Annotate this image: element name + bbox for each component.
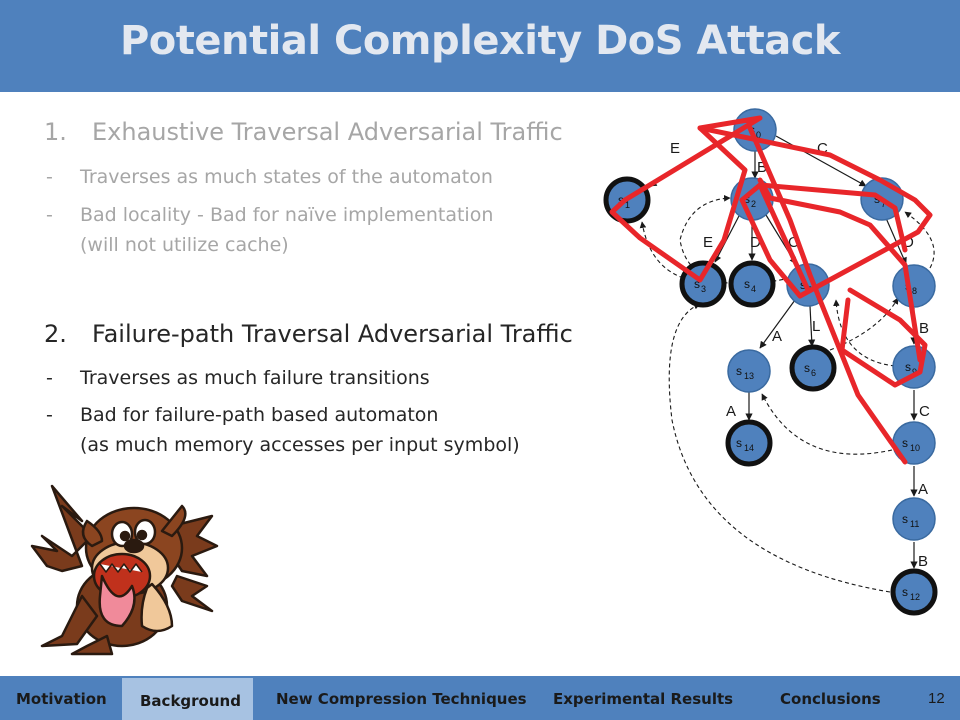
point-2-heading: 2. Failure-path Traversal Adversarial Tra… xyxy=(44,320,573,348)
state-sub: 6 xyxy=(811,368,816,378)
edge-label: C xyxy=(919,403,930,420)
page-number: 12 xyxy=(928,690,945,707)
bullet-dash: - xyxy=(46,204,53,226)
state-sub: 10 xyxy=(910,443,920,453)
nav-conclusions[interactable]: Conclusions xyxy=(780,690,881,708)
state-sub: 14 xyxy=(744,443,754,453)
point-1-bullet-2-cont: (will not utilize cache) xyxy=(0,234,289,256)
bullet-text: Bad for failure-path based automaton xyxy=(80,404,439,426)
state-label: s xyxy=(744,277,750,291)
edge-s5-s13 xyxy=(759,299,796,349)
failure-edges xyxy=(639,195,935,593)
point-1-text: Exhaustive Traversal Adversarial Traffic xyxy=(92,118,563,146)
fail-s8-s7 xyxy=(904,211,935,269)
title-bar xyxy=(0,0,960,92)
edge-label: B xyxy=(919,320,929,337)
nav-active-highlight xyxy=(122,678,253,720)
state-sub: 1 xyxy=(625,200,630,210)
state-sub: 7 xyxy=(881,199,886,209)
nav-new-compression-techniques[interactable]: New Compression Techniques xyxy=(276,690,527,708)
state-sub: 3 xyxy=(701,284,706,294)
state-label: s xyxy=(804,361,810,375)
point-1-heading: 1. Exhaustive Traversal Adversarial Traff… xyxy=(44,118,563,146)
state-label: s xyxy=(902,512,908,526)
bullet-text: Traverses as much failure transitions xyxy=(80,367,430,389)
state-label: s xyxy=(736,436,742,450)
state-label: s xyxy=(902,436,908,450)
state-label: s xyxy=(736,364,742,378)
edge-label: B xyxy=(918,553,928,570)
point-2-bullet-2-cont: (as much memory accesses per input symbo… xyxy=(0,434,520,456)
edge-label: C xyxy=(817,140,828,157)
nav-motivation[interactable]: Motivation xyxy=(16,690,107,708)
state-label: s xyxy=(902,585,908,599)
point-2-bullet-2: - Bad for failure-path based automaton xyxy=(0,404,438,426)
state-sub: 9 xyxy=(912,367,917,377)
edge-label: L xyxy=(812,318,820,335)
bullet-text: (will not utilize cache) xyxy=(80,234,289,256)
state-sub: 4 xyxy=(751,284,756,294)
tasmanian-devil-cartoon xyxy=(30,484,219,656)
point-2-text: Failure-path Traversal Adversarial Traff… xyxy=(92,320,573,348)
edge-label: A xyxy=(772,328,782,345)
bullet-text: Traverses as much states of the automato… xyxy=(80,166,493,188)
bullet-text: (as much memory accesses per input symbo… xyxy=(80,434,520,456)
point-1-number: 1. xyxy=(44,118,67,146)
edge-s2-s3 xyxy=(714,213,741,263)
fail-s9-s5 xyxy=(833,299,896,367)
edge-labels: E B C E D C D A L B A C A B xyxy=(670,140,930,570)
fail-s10-s13 xyxy=(761,393,893,455)
point-2-bullet-1: - Traverses as much failure transitions xyxy=(0,367,430,389)
edge-label: D xyxy=(903,234,914,251)
edge-label: D xyxy=(750,234,761,251)
bullet-dash: - xyxy=(46,166,53,188)
state-label: s xyxy=(618,193,624,207)
state-sub: 2 xyxy=(751,199,756,209)
edge-label: C xyxy=(788,234,799,251)
bullet-dash: - xyxy=(46,367,53,389)
state-sub: 13 xyxy=(744,371,754,381)
point-2-number: 2. xyxy=(44,320,67,348)
point-1-bullet-1: - Traverses as much states of the automat… xyxy=(0,166,493,188)
edge-s0-s7 xyxy=(775,135,867,187)
edge-s7-s8 xyxy=(885,217,907,265)
edge-label: A xyxy=(918,481,928,498)
bullet-dash: - xyxy=(46,404,53,426)
bullet-text: Bad locality - Bad for naïve implementat… xyxy=(80,204,494,226)
point-1-bullet-2: - Bad locality - Bad for naïve implementa… xyxy=(0,204,493,226)
state-sub: 11 xyxy=(910,519,919,529)
edge-label: E xyxy=(703,234,713,251)
state-sub: 12 xyxy=(910,592,920,602)
edge-label: B xyxy=(757,159,767,176)
slide-title: Potential Complexity DoS Attack xyxy=(119,18,841,64)
edge-s5-s6 xyxy=(808,305,816,347)
edge-label: E xyxy=(670,140,680,157)
red-traversal-path xyxy=(609,115,933,465)
fail-s12-s3 xyxy=(668,303,891,593)
state-sub: 8 xyxy=(912,286,917,296)
state-label: s xyxy=(694,277,700,291)
nav-experimental-results[interactable]: Experimental Results xyxy=(553,690,734,708)
nav-background[interactable]: Background xyxy=(140,692,241,710)
state-sub: 0 xyxy=(756,130,761,140)
state-label: s xyxy=(905,360,911,374)
edge-label: A xyxy=(726,403,736,420)
